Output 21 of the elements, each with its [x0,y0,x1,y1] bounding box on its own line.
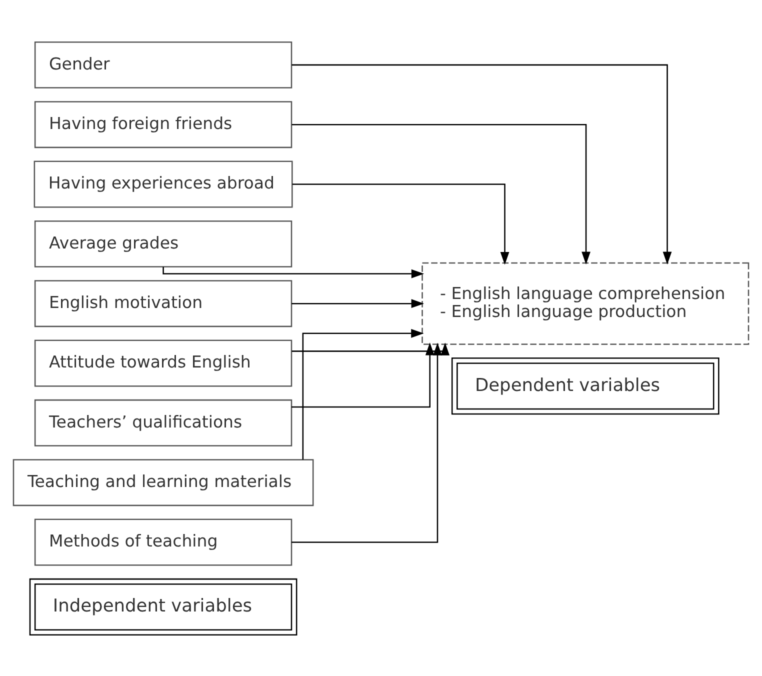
node-box: Methods of teaching [34,518,292,566]
arrow [292,183,510,264]
node-box: Teaching and learning materials [12,458,314,506]
arrow [292,298,424,308]
node-box: Having experiences abroad [34,160,293,208]
arrow [302,328,424,460]
arrow [292,64,672,264]
arrow [292,123,590,264]
node-box: Having foreign friends [34,100,292,148]
node-box: Attitude towards English [34,339,292,386]
node-box: - English language comprehension - English language production [422,262,750,344]
node-box: Average grades [34,220,292,267]
node-box: Teachers’ qualifications [34,398,292,446]
arrow [292,342,434,408]
arrow [292,342,450,355]
node-box: Gender [34,40,292,88]
arrow [292,342,442,542]
node-box: Dependent variables [451,357,720,414]
node-box: Independent variables [29,578,298,636]
node-box: English motivation [34,280,292,327]
arrow [162,266,424,278]
